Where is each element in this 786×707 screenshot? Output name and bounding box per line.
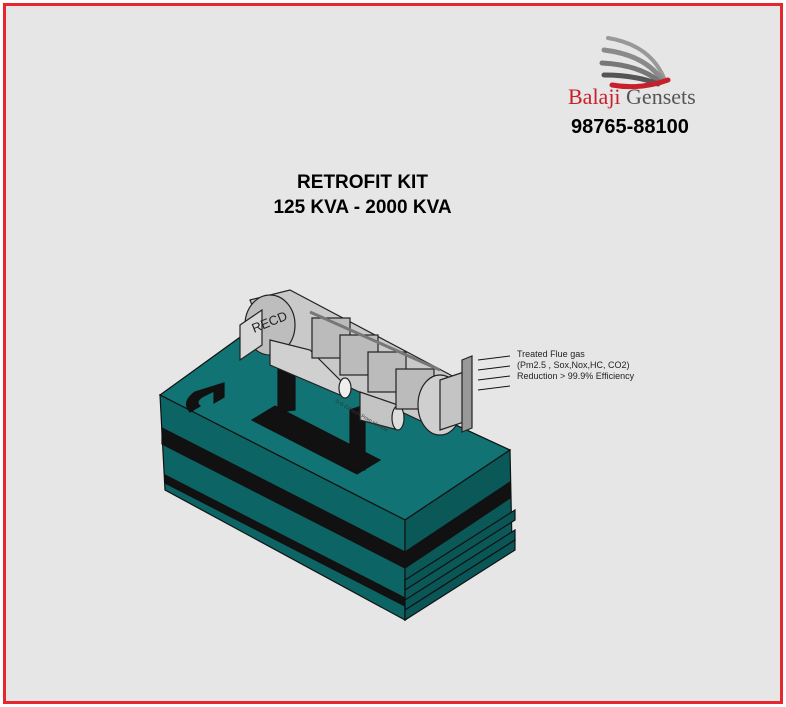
outlet-arrows [477,355,511,391]
title-line-2: 125 KVA - 2000 KVA [273,197,452,218]
outlet-line-2: (Pm2.5 , Sox,Nox,HC, CO2) [517,360,630,370]
title-line-1: RETROFIT KIT [297,172,428,193]
logo-swoosh-icon [599,36,671,90]
outlet-line-1: Treated Flue gas [517,349,585,359]
phone-number: 98765-88100 [571,116,689,138]
outlet-annotation: Treated Flue gas (Pm2.5 , Sox,Nox,HC, CO… [517,349,634,382]
brand-name-part1: Balaji [568,84,621,109]
genset-body [158,329,516,622]
page-title: RETROFIT KIT 125 KVA - 2000 KVA [230,170,495,220]
brand-name-part2: Gensets [626,84,696,109]
recd-unit [239,289,473,436]
brand-name: Balaji Gensets [568,84,696,110]
outlet-line-3: Reduction > 99.9% Efficiency [517,371,635,381]
